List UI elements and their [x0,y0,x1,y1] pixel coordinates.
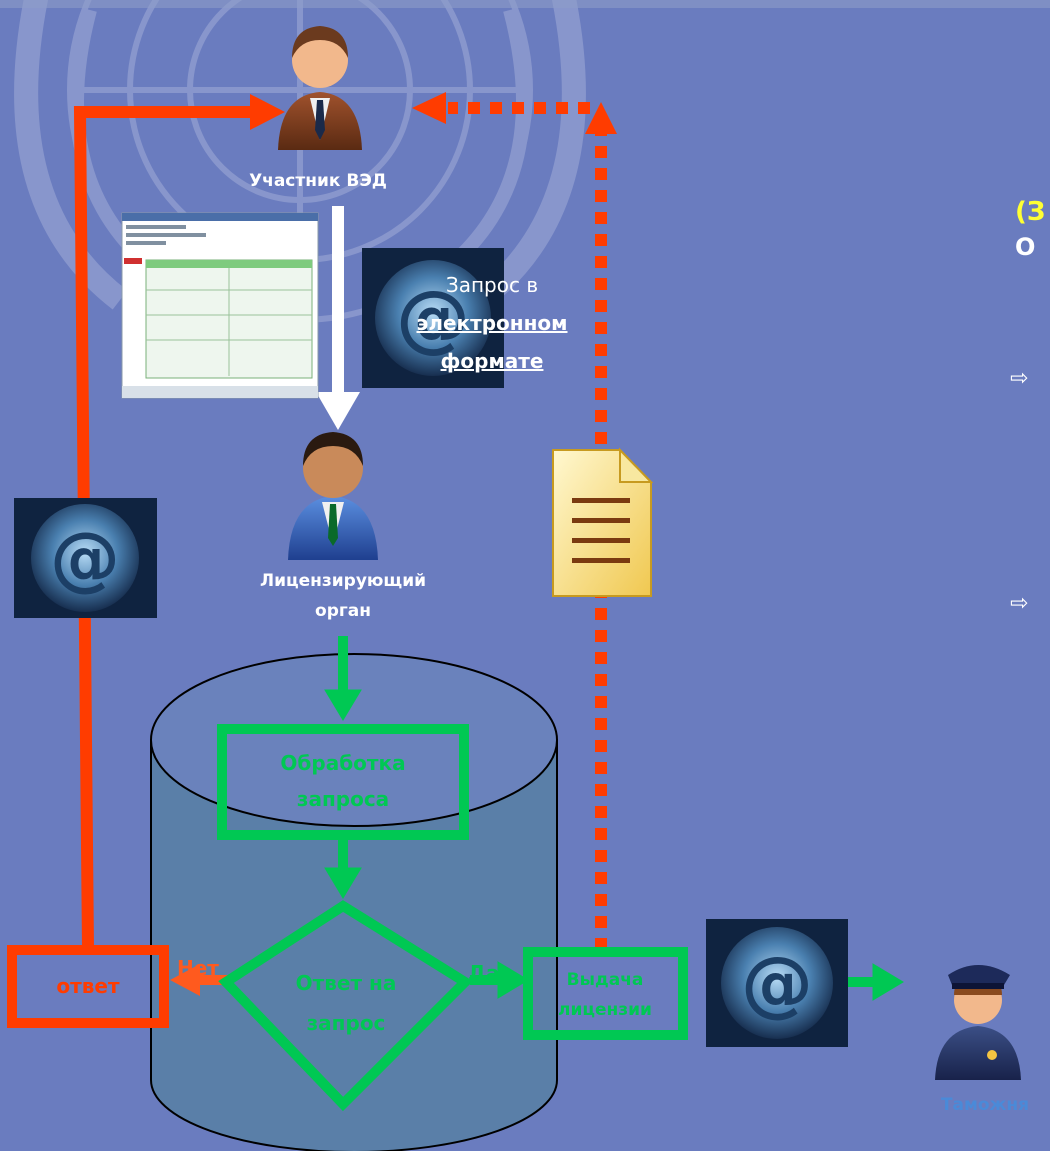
processing-label-2: запроса [297,787,389,811]
green-arrows [324,636,904,1001]
participant-person-icon [278,26,362,150]
no-label: Нет [177,956,219,980]
licensing-label-2: орган [315,601,371,621]
request-text-1: Запрос в [446,273,538,297]
request-arrow [316,206,360,430]
processing-label-1: Обработка [280,751,405,775]
customs-officer-icon [935,965,1021,1080]
document-icon [552,447,654,597]
request-text-3: формате [441,349,544,373]
licensing-label-1: Лицензирующий [260,571,426,591]
at-sign-icon: @ [362,248,504,388]
right-heading-2: О [1015,233,1035,261]
decision-label-2: запрос [307,1011,386,1035]
at-sign-icon: @ [14,498,157,618]
issue-label-2: лицензии [558,1000,652,1020]
response-label: ответ [56,974,120,998]
request-text-2: электронном [416,311,567,335]
right-bullet-1: ⇨ [1010,366,1028,391]
decision-diamond [218,900,473,1112]
issue-license-box [523,947,688,1040]
right-heading-1: (З [1015,197,1045,227]
response-path [73,94,285,951]
database-cylinder [150,653,558,1151]
participant-label: Участник ВЭД [249,171,387,191]
at-sign-icon: @ [706,919,848,1047]
decision-label-1: Ответ на [296,971,397,995]
issue-label-1: Выдача [567,970,644,990]
customs-label: Таможня [941,1095,1029,1115]
un-emblem-watermark [14,0,586,323]
licensing-person-icon [288,432,378,560]
screenshot-thumbnail [121,212,319,399]
response-box [7,945,169,1028]
license-notify-path [412,92,617,950]
svg-text:@: @ [50,517,120,599]
processing-box [217,724,469,840]
svg-text:@: @ [741,941,813,1025]
yes-label: Да [468,961,499,985]
svg-text:@: @ [396,275,470,361]
right-bullet-2: ⇨ [1010,591,1028,616]
